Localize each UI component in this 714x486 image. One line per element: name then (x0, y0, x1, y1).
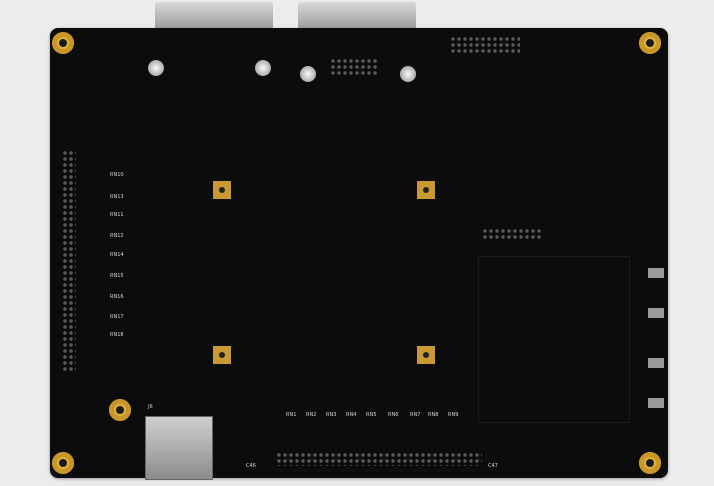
mounting-hole (52, 32, 74, 54)
silk-label: RN15 (110, 273, 124, 279)
silk-label: RN6 (388, 412, 399, 418)
silk-label: RN5 (366, 412, 377, 418)
pcb-board: J6 C46 C47 RN10 RN13 RN11 RN12 RN14 RN15… (50, 28, 668, 480)
silk-label: RN4 (346, 412, 357, 418)
pin-header-top (330, 58, 378, 76)
silk-label: RN10 (110, 172, 124, 178)
square-pad (213, 346, 231, 364)
ethernet-area (478, 256, 630, 423)
square-pad (417, 181, 435, 199)
silk-label: RN11 (110, 212, 124, 218)
pin-header-mid (482, 228, 542, 240)
silk-label: RN16 (110, 294, 124, 300)
silk-label: RN14 (110, 252, 124, 258)
side-connector (648, 398, 664, 408)
silk-label: RN3 (326, 412, 337, 418)
serial-connector-1 (155, 2, 273, 30)
side-connector (648, 268, 664, 278)
screw (148, 60, 164, 76)
mounting-hole (52, 452, 74, 474)
square-pad (417, 346, 435, 364)
silk-label: RN18 (110, 332, 124, 338)
screw (255, 60, 271, 76)
screw (400, 66, 416, 82)
silk-label: RN2 (306, 412, 317, 418)
side-connector (648, 358, 664, 368)
silk-label: RN9 (448, 412, 459, 418)
mounting-hole (639, 32, 661, 54)
sd-card-slot (145, 416, 213, 480)
pin-header-bottom (276, 452, 482, 466)
square-pad (213, 181, 231, 199)
label-c47: C47 (488, 463, 498, 469)
side-connector (648, 308, 664, 318)
label-j6: J6 (148, 404, 153, 410)
silk-label: RN13 (110, 194, 124, 200)
silk-label: RN12 (110, 233, 124, 239)
silk-label: RN1 (286, 412, 297, 418)
pin-header-top-right (450, 36, 520, 54)
silk-label: RN17 (110, 314, 124, 320)
pin-header-left (62, 150, 76, 372)
screw (300, 66, 316, 82)
serial-connector-2 (298, 2, 416, 30)
label-c46: C46 (246, 463, 256, 469)
silk-label: RN8 (428, 412, 439, 418)
mounting-hole (639, 452, 661, 474)
silk-label: RN7 (410, 412, 421, 418)
mounting-hole (109, 399, 131, 421)
